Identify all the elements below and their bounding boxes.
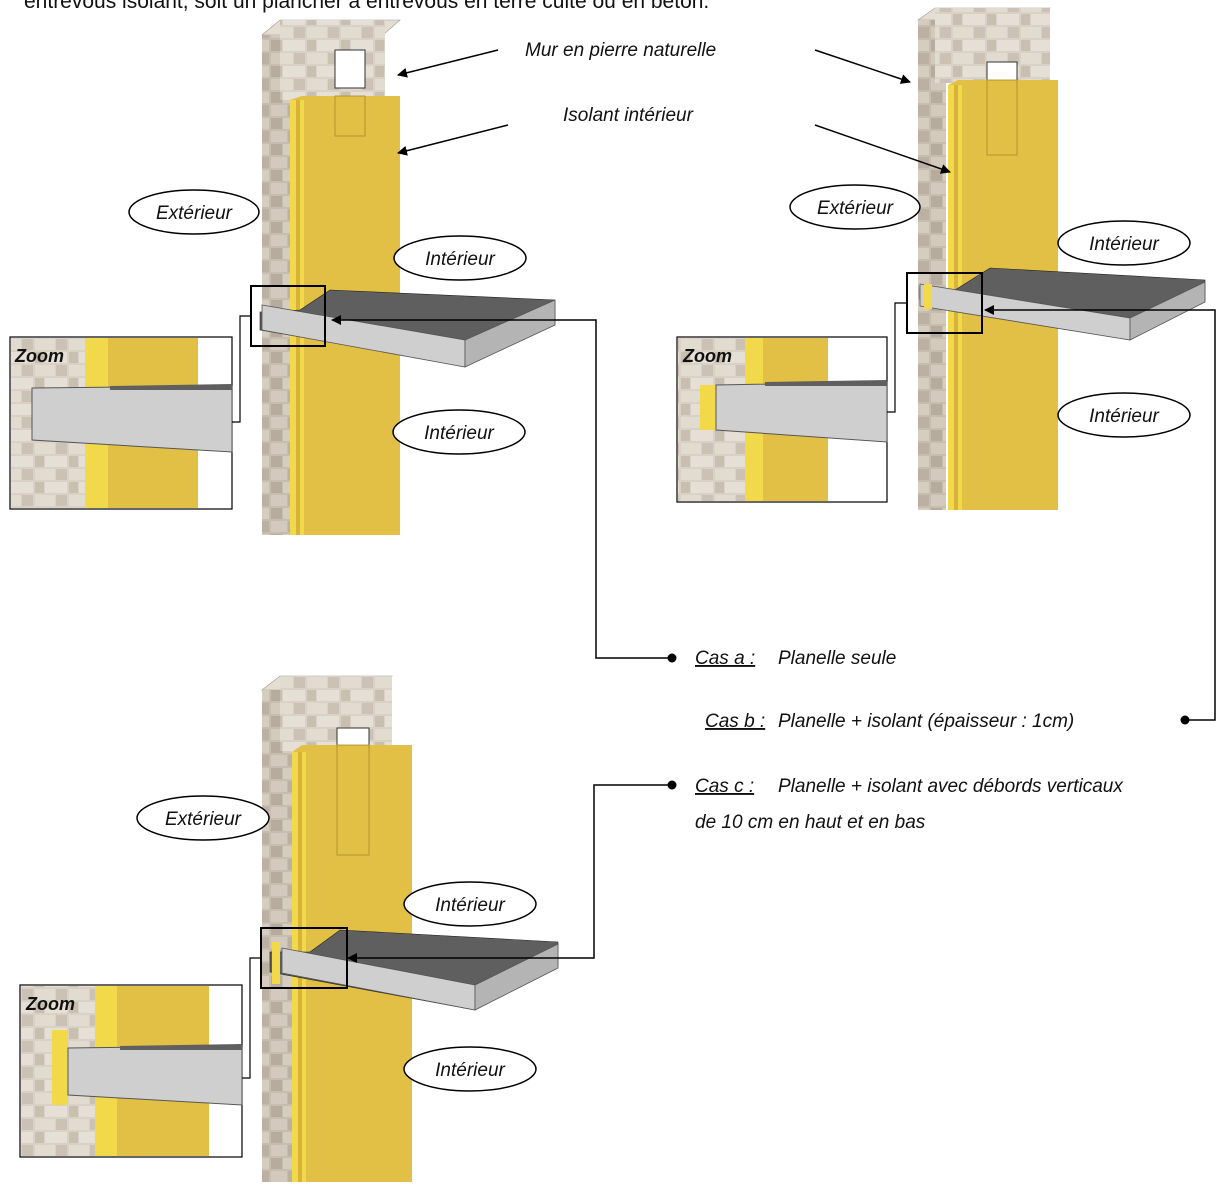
case-c-text2: de 10 cm en haut et en bas [695, 812, 926, 833]
label-exterior-b: Extérieur [817, 198, 894, 219]
ellipse-exterior-c [136, 795, 270, 841]
ellipse-interior-b-bottom [1057, 392, 1191, 438]
label-interior-b-top: Intérieur [1089, 234, 1159, 255]
header-fragment: entrevous isolant, soit un plancher à en… [24, 0, 709, 13]
case-b-tag: Cas b : [705, 711, 765, 732]
case-a-zoom-inset [9, 336, 233, 510]
arrow-insulation-b [814, 124, 951, 174]
case-c-caption: Cas c : Planelle + isolant avec débords … [695, 776, 1124, 833]
case-b-text: Planelle + isolant (épaisseur : 1cm) [778, 711, 1074, 732]
zoom-label-c: Zoom [25, 994, 75, 1014]
zoom-label-b: Zoom [682, 346, 732, 366]
label-interior-a-bottom: Intérieur [424, 423, 494, 444]
ellipse-interior-c-top [403, 881, 537, 927]
case-c-drawing [19, 675, 559, 1182]
ellipse-exterior-a [128, 189, 260, 235]
connector-case-c [347, 784, 672, 963]
zoom-label-a: Zoom [14, 346, 64, 366]
label-exterior-a: Extérieur [156, 203, 233, 224]
label-exterior-c: Extérieur [165, 809, 242, 830]
case-b-drawing [676, 7, 1206, 510]
case-b-zoom-inset [676, 336, 888, 503]
ellipse-exterior-b [789, 184, 921, 230]
ellipse-interior-a-bottom [392, 409, 526, 455]
label-interior-c-bottom: Intérieur [435, 1060, 505, 1081]
arrow-wall-a [397, 49, 499, 78]
label-interior-a-top: Intérieur [425, 249, 495, 270]
arrow-wall-b [814, 49, 911, 84]
ellipse-interior-a-top [393, 235, 527, 281]
case-c-text: Planelle + isolant avec débords verticau… [778, 776, 1124, 797]
case-a-text: Planelle seule [778, 648, 896, 669]
case-a-drawing [9, 19, 556, 535]
case-b-caption: Cas b : Planelle + isolant (épaisseur : … [705, 711, 1074, 732]
label-insulation: Isolant intérieur [563, 105, 694, 126]
ellipse-interior-c-bottom [403, 1046, 537, 1092]
case-a-caption: Cas a : Planelle seule [695, 648, 896, 669]
arrow-insulation-a [397, 124, 509, 156]
label-interior-b-bottom: Intérieur [1089, 406, 1159, 427]
connector-case-a [331, 315, 672, 659]
case-c-tag: Cas c : [695, 776, 754, 797]
label-interior-c-top: Intérieur [435, 895, 505, 916]
label-wall: Mur en pierre naturelle [525, 40, 716, 61]
case-c-zoom-inset [19, 984, 243, 1158]
connector-case-b [984, 305, 1216, 721]
ellipse-interior-b-top [1057, 220, 1191, 266]
case-a-tag: Cas a : [695, 648, 755, 669]
